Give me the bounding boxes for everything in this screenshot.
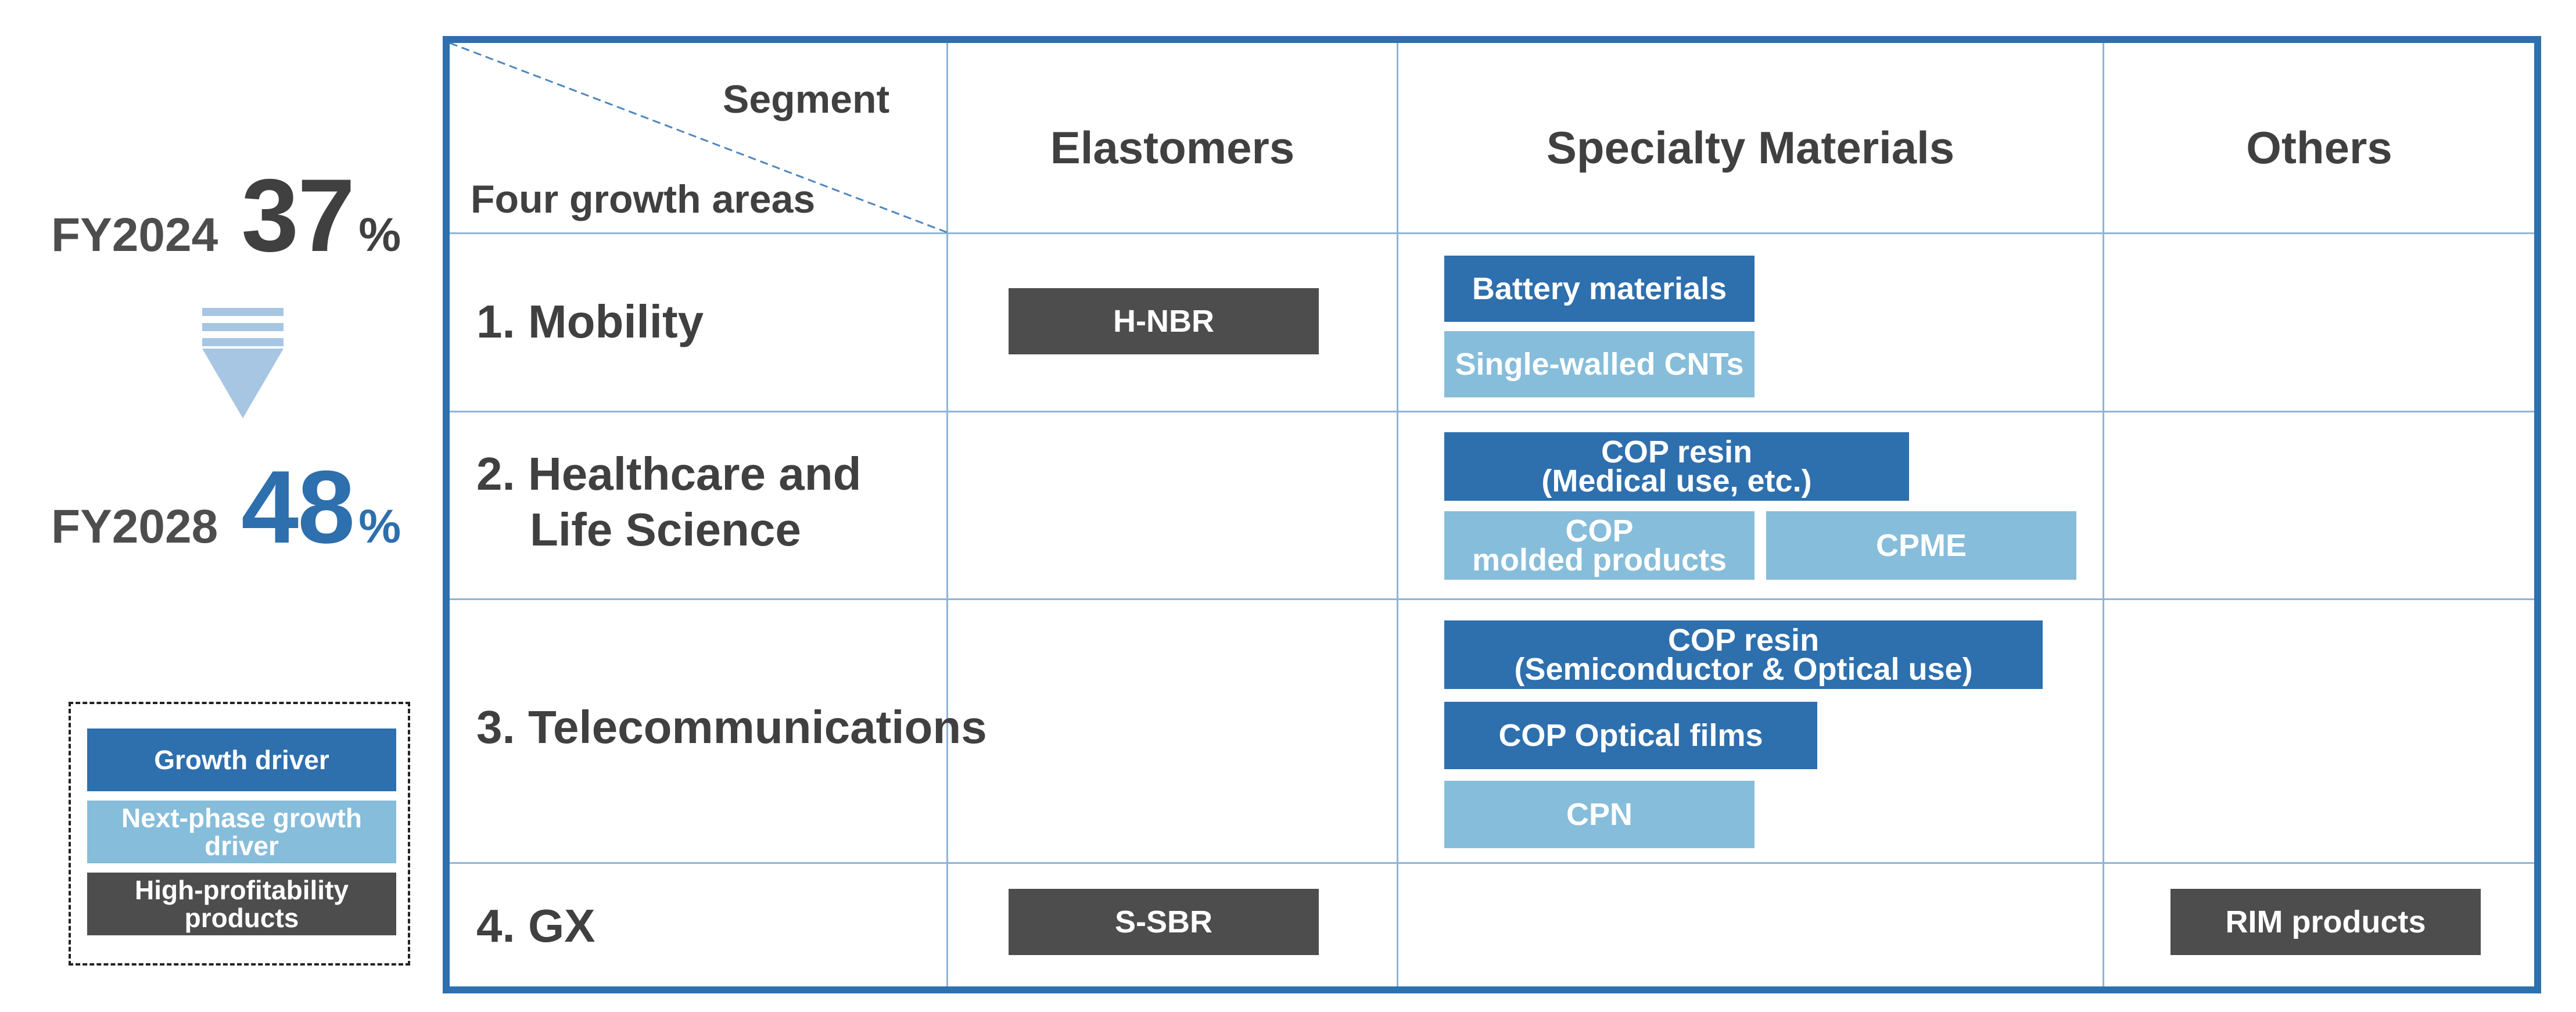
column-elastomers: Elastomers	[1050, 122, 1295, 173]
grid-line	[946, 43, 948, 986]
row-telecommunications: 3. Telecommunications	[476, 701, 987, 753]
grid-line	[450, 862, 2534, 864]
box-cop-resin-medical-line1: COP resin	[1601, 435, 1753, 469]
grid-line	[450, 411, 2534, 412]
box-single-walled-cnts: Single-walled CNTs	[1444, 331, 1755, 397]
box-s-sbr: S-SBR	[1009, 889, 1319, 955]
box-cop-resin-medical: COP resin (Medical use, etc.)	[1444, 432, 1909, 501]
segment-growth-matrix: Segment Four growth areas Elastomers Spe…	[443, 36, 2541, 993]
row-healthcare-line2: Life Science	[530, 504, 801, 555]
box-cop-resin-semiconductor: COP resin (Semiconductor & Optical use)	[1444, 620, 2043, 689]
column-others: Others	[2246, 122, 2392, 173]
fy2024-label: FY2024	[51, 209, 218, 261]
grid-line	[1397, 43, 1398, 986]
box-battery-materials: Battery materials	[1444, 256, 1755, 322]
box-cop-molded-products: COP molded products	[1444, 511, 1755, 580]
box-cop-optical-films: COP Optical films	[1444, 702, 1817, 769]
box-cop-resin-semi-line1: COP resin	[1667, 623, 1820, 658]
box-cop-molded-line1: COP	[1565, 514, 1634, 548]
row-healthcare-line1: 2. Healthcare and	[476, 448, 862, 500]
fy2028-value: 48	[241, 449, 355, 565]
legend: Growth driver Next-phase growth driver H…	[69, 702, 410, 966]
row-mobility: 1. Mobility	[476, 296, 704, 347]
fy2028-unit: %	[358, 500, 401, 553]
corner-segment-label: Segment	[723, 77, 890, 121]
grid-line	[450, 598, 2534, 600]
box-cpme: CPME	[1766, 511, 2076, 580]
row-healthcare: 2. Healthcare and Life Science	[476, 446, 862, 558]
fy2024-value: 37	[241, 157, 355, 273]
row-gx: 4. GX	[476, 900, 595, 952]
box-h-nbr: H-NBR	[1009, 288, 1319, 354]
column-specialty-materials: Specialty Materials	[1546, 122, 1955, 173]
box-cpn: CPN	[1444, 781, 1755, 848]
kpi-fy2024: FY2024 37 %	[51, 156, 401, 275]
box-cop-molded-line2: molded products	[1472, 543, 1727, 577]
box-cop-resin-medical-line2: (Medical use, etc.)	[1541, 464, 1812, 498]
grid-line	[2103, 43, 2104, 986]
down-arrow-icon	[202, 308, 284, 418]
legend-next-phase-growth-driver: Next-phase growth driver	[87, 801, 396, 863]
box-rim-products: RIM products	[2170, 889, 2481, 955]
legend-high-profitability-products: High-profitability products	[87, 873, 396, 935]
grid-line	[450, 232, 2534, 234]
kpi-fy2028: FY2028 48 %	[51, 447, 401, 566]
corner-areas-label: Four growth areas	[471, 177, 816, 221]
box-cop-resin-semi-line2: (Semiconductor & Optical use)	[1514, 652, 1973, 687]
fy2028-label: FY2028	[51, 500, 218, 553]
fy2024-unit: %	[358, 209, 401, 261]
legend-growth-driver: Growth driver	[87, 729, 396, 791]
